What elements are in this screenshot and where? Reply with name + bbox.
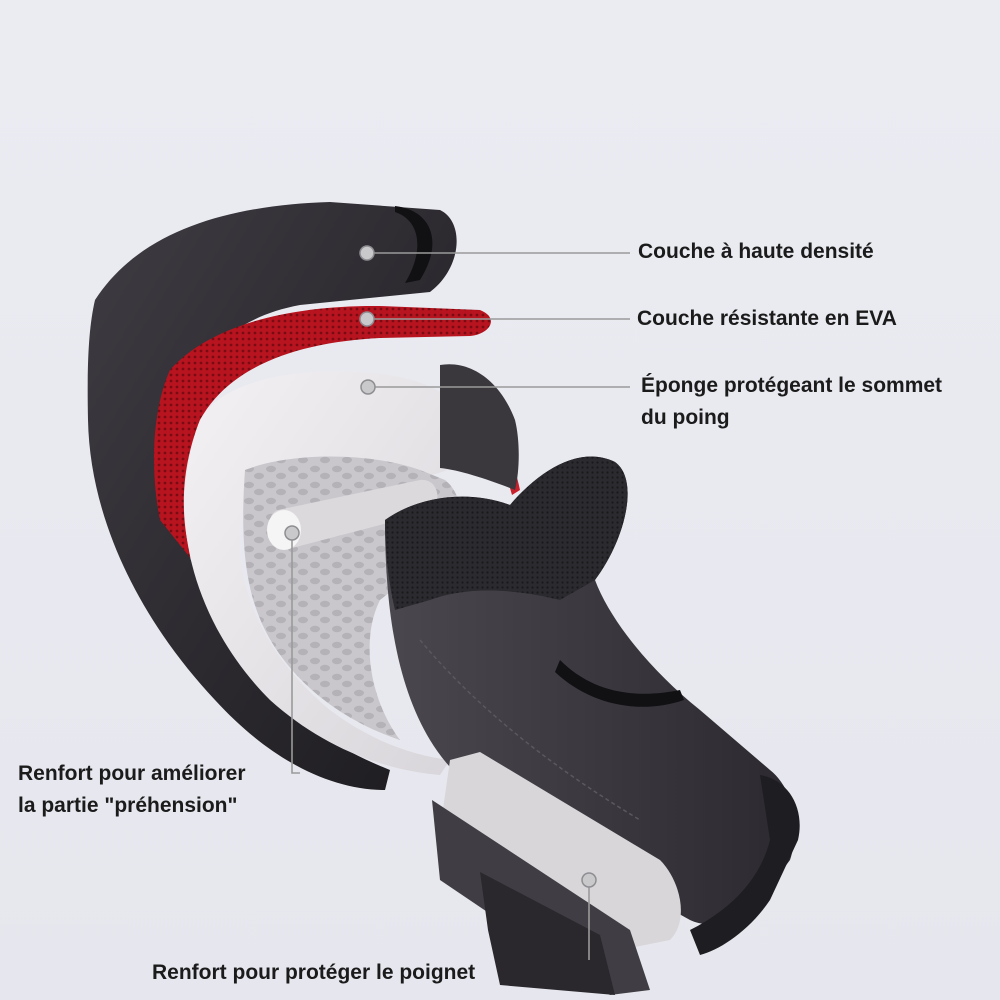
label-line: du poing	[641, 406, 730, 429]
label-fist-top-sponge: Éponge protégeant le sommet du poing	[641, 370, 942, 434]
callout-dot-3	[360, 379, 376, 395]
label-eva-layer: Couche résistante en EVA	[637, 303, 897, 335]
wrist-cuff	[480, 872, 615, 995]
callout-dot-1	[359, 245, 375, 261]
callout-dot-5	[581, 872, 597, 888]
label-line: Renfort pour améliorer	[18, 762, 246, 785]
leader-lines	[291, 252, 630, 960]
leader-line-4	[291, 533, 300, 774]
label-line: Renfort pour protéger le poignet	[152, 961, 476, 984]
label-line: Éponge protégeant le sommet	[641, 374, 943, 397]
label-line: Couche résistante en EVA	[637, 307, 897, 330]
inner-glove-strap	[555, 660, 684, 707]
hand-liner	[440, 364, 519, 490]
label-high-density-layer: Couche à haute densité	[638, 236, 874, 268]
callout-dot-4	[284, 525, 300, 541]
label-line: la partie "préhension"	[18, 794, 238, 817]
eva-red-layer	[154, 305, 491, 560]
inner-glove-seam	[419, 639, 641, 821]
label-wrist-reinforcement: Renfort pour protéger le poignet	[152, 957, 475, 989]
wrist-foam	[440, 752, 681, 948]
label-grip-reinforcement: Renfort pour améliorer la partie "préhen…	[18, 758, 246, 822]
label-line: Couche à haute densité	[638, 240, 874, 263]
wrist-cuff-outer	[690, 775, 800, 955]
shell-top-stripe	[395, 206, 433, 283]
outer-shell	[87, 202, 457, 790]
callout-dot-2	[359, 311, 375, 327]
callout-dots	[284, 245, 597, 888]
inner-glove-mesh	[385, 456, 628, 610]
grip-bar	[269, 479, 438, 549]
